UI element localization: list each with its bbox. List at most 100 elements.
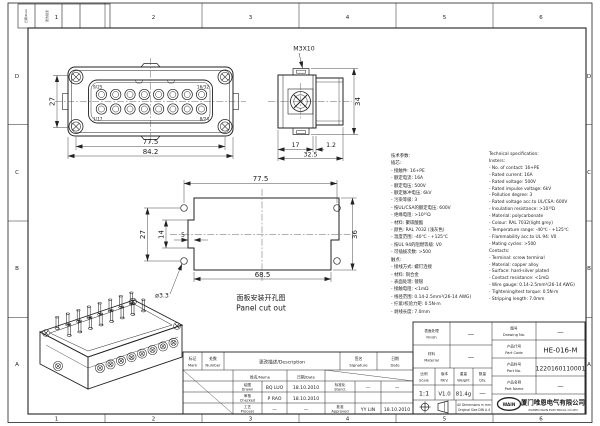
pin-label-top-left: 9/25 xyxy=(93,85,103,90)
tb-process-name: — xyxy=(272,408,277,413)
tb-part-name-val: — xyxy=(557,383,564,391)
zone-col-label: 1 xyxy=(55,417,59,423)
iso-view xyxy=(38,291,184,390)
dim-cutout-hole-dia: ø3.3 xyxy=(155,293,169,300)
dim-cutout-notch-h: 14 xyxy=(158,230,166,239)
tb-stand-zh: 标准化 xyxy=(335,382,346,387)
tb-stand-date: — xyxy=(395,386,400,391)
tb-rev-zh: 版本 xyxy=(441,371,449,376)
panel-cutout-view: 77.5 27 14 5 36 68.5 ø3.3 面板安装开孔图 Panel … xyxy=(139,175,359,312)
revision-strip: 日期/Date 更改描述 xyxy=(17,3,111,29)
zone-row-label: D xyxy=(587,74,591,80)
zone-row-label: D xyxy=(15,74,19,80)
tb-part-name-zh: 产品名称 xyxy=(507,380,522,385)
tb-drawn-date: 18.10.2010 xyxy=(293,385,319,391)
tb-scale-en: Scale xyxy=(419,379,429,383)
tb-approved-en: Approved xyxy=(331,410,348,414)
projection-symbol-icon xyxy=(419,400,449,414)
tb-checked-zh: 审核 xyxy=(244,393,252,398)
tb-checked-name: P RAO xyxy=(268,396,282,402)
dim-side-height: 34 xyxy=(354,97,362,106)
dim-front-width1: 77.5 xyxy=(143,138,159,146)
tb-part-code-en: Part Code xyxy=(505,351,523,355)
tb-part-name-en: Part Name xyxy=(505,387,525,391)
zone-row-label: A xyxy=(587,362,591,368)
dim-side-d3: 32.5 xyxy=(304,151,318,158)
tb-qty-en: Qty. xyxy=(479,379,486,383)
tb-drawn-zh: 绘图 xyxy=(244,382,252,387)
dim-cutout-pitch-h: 27 xyxy=(139,230,147,239)
tb-drawn-name: BQ LUO xyxy=(266,385,284,391)
tb-checked-date: 18.10.2010 xyxy=(293,396,319,402)
tb-qty-val: — xyxy=(479,390,486,398)
pin-label-bottom-left: 1/17 xyxy=(93,116,103,121)
rev-strip-label: 日期/Date xyxy=(23,9,28,23)
tb-qty-zh: 数量 xyxy=(479,371,487,376)
tb-name-hdr: 姓名/Name xyxy=(250,374,271,379)
zone-row-label: A xyxy=(15,362,19,368)
tb-checked-en: Checked xyxy=(240,399,255,403)
tb-approved-zh: 批准 xyxy=(336,404,344,409)
tb-number-zh: 处数 xyxy=(209,356,217,361)
tb-part-no-zh: 产品料号 xyxy=(507,362,522,367)
tb-drawing-no-zh: 图号 xyxy=(510,326,518,331)
zone-col-label: 6 xyxy=(539,15,543,21)
dim-side-d1: 17 xyxy=(292,142,300,149)
tb-process-zh: 工艺 xyxy=(244,404,252,409)
spec-text-zh: 技术参数:插芯:- 接触件: 16+PE- 额定电流: 16A- 额定电压: 5… xyxy=(391,154,472,315)
dim-front-width2: 84.2 xyxy=(143,148,159,156)
zone-col-label: 1 xyxy=(55,15,59,21)
tb-rev-en: REV. xyxy=(441,379,449,383)
zone-row-label: C xyxy=(587,170,591,176)
zone-col-label: 3 xyxy=(249,417,253,423)
zone-col-label: 2 xyxy=(152,417,156,423)
dim-cutout-height: 36 xyxy=(351,230,359,239)
zone-col-label: 4 xyxy=(346,15,350,21)
wain-logo: WAIN xyxy=(496,397,522,411)
tb-description: 更改描述/Description xyxy=(259,359,305,366)
tb-approved-name: YY LIN xyxy=(360,407,375,413)
dim-front-height: 27 xyxy=(49,97,57,106)
tb-finish-zh: 表面处理 xyxy=(424,328,439,333)
front-view: 9/25 16/32 1/17 8/24 27 77.5 84.2 xyxy=(49,58,246,159)
zone-row-label: C xyxy=(15,170,19,176)
dim-side-d2: 1.2 xyxy=(326,142,336,149)
zone-col-label: 6 xyxy=(539,417,543,423)
tb-material-en: Material xyxy=(424,359,439,363)
dim-cutout-notch-d: 5 xyxy=(181,232,185,239)
company-name-en: XIAMEN WAIN ELECTRICAL CO.LTD xyxy=(528,408,578,412)
tb-rev-val: V1.0 xyxy=(438,392,451,398)
tb-drawing-no-val: — xyxy=(557,329,564,337)
pin-label-bottom-right: 8/24 xyxy=(200,116,210,121)
tb-finish-val: — xyxy=(468,331,475,339)
tb-part-code-val: HE-016-M xyxy=(543,347,577,355)
tb-stand-en: Stand. xyxy=(334,388,346,392)
tb-number-en: Number xyxy=(205,363,221,368)
tb-date-en: Date xyxy=(390,363,400,368)
rev-strip-label: 更改描述 xyxy=(44,10,49,22)
tb-date-zh: 日期 xyxy=(391,356,399,361)
dim-cutout-pitch-w: 77.5 xyxy=(253,175,269,183)
tb-weight-zh: 重量 xyxy=(460,371,468,376)
zone-col-label: 2 xyxy=(152,15,156,21)
wain-logo-text: WAIN xyxy=(503,402,516,407)
zone-row-label: B xyxy=(15,266,19,272)
zone-col-label: 3 xyxy=(249,15,253,21)
zone-col-label: 5 xyxy=(443,15,447,21)
tb-mark-en: Mark xyxy=(188,363,198,368)
tb-signature-en: Signature xyxy=(349,363,368,368)
cutout-caption-zh: 面板安装开孔图 xyxy=(237,293,286,302)
tb-approved-date: 18.10.2010 xyxy=(384,407,410,413)
zone-col-label: 5 xyxy=(443,417,447,423)
zone-col-label: 4 xyxy=(346,417,350,423)
tb-process-en: Process xyxy=(241,410,255,414)
tb-scale-zh: 比例 xyxy=(420,371,428,376)
tb-drawn-en: Drawn xyxy=(242,388,254,392)
zone-row-label: B xyxy=(587,266,591,272)
tb-note-2: Original Size DIN A 4 xyxy=(458,408,490,412)
tb-part-code-zh: 产品代号 xyxy=(507,344,522,349)
pin-label-top-right: 16/32 xyxy=(197,85,209,90)
tb-mark-zh: 标记 xyxy=(189,356,197,361)
